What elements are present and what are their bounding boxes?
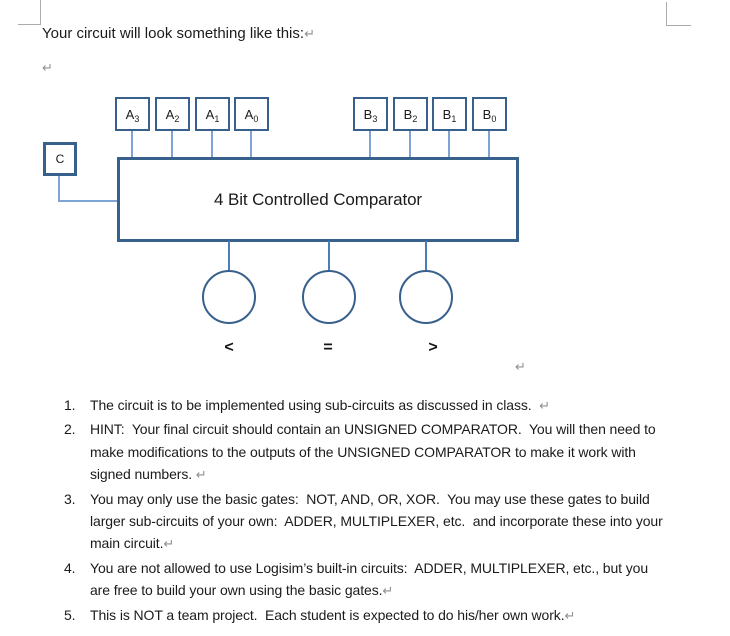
paragraph-mark-icon: ↵	[382, 584, 394, 600]
input-box-a3: A3	[115, 97, 150, 131]
wire-c-horizontal	[58, 200, 119, 202]
crop-mark-top-left-icon	[18, 0, 41, 25]
input-box-b0: B0	[472, 97, 507, 131]
wire-b1	[448, 131, 450, 157]
list-item: 1. The circuit is to be implemented usin…	[64, 394, 670, 418]
intro-paragraph: Your circuit will look something like th…	[42, 24, 315, 45]
output-circle-gt	[399, 270, 453, 324]
wire-b2	[409, 131, 411, 157]
list-item-text: You may only use the basic gates: NOT, A…	[90, 490, 667, 552]
paragraph-mark-icon: ↵	[163, 537, 175, 553]
wire-output-gt	[425, 241, 427, 270]
wire-a3	[131, 131, 133, 157]
list-item: 4. You are not allowed to use Logisim’s …	[64, 557, 670, 604]
paragraph-mark-icon: ↵	[564, 608, 576, 624]
list-item-text: This is NOT a team project. Each student…	[90, 606, 565, 623]
paragraph-mark-icon: ↵	[42, 61, 53, 76]
control-label-c: C	[55, 152, 65, 166]
wire-b3	[369, 131, 371, 157]
paragraph-mark-icon: ↵	[515, 360, 526, 375]
list-item-text: HINT: Your final circuit should contain …	[90, 421, 660, 483]
list-item-number: 2.	[64, 421, 76, 438]
list-item-text: The circuit is to be implemented using s…	[90, 397, 540, 413]
input-label-a1: A1	[205, 106, 220, 124]
input-label-b0: B0	[482, 106, 497, 124]
output-circle-lt	[202, 270, 256, 324]
comparator-label: 4 Bit Controlled Comparator	[213, 189, 422, 209]
input-box-a1: A1	[195, 97, 230, 131]
output-symbol-less-than: <	[224, 339, 234, 356]
input-label-b1: B1	[442, 106, 457, 124]
list-item: 2. HINT: Your final circuit should conta…	[64, 418, 670, 487]
wire-output-lt	[228, 241, 230, 270]
wire-a2	[171, 131, 173, 157]
paragraph-mark-icon: ↵	[195, 468, 207, 484]
list-item-text: You are not allowed to use Logisim’s bui…	[90, 559, 652, 599]
input-box-a0: A0	[234, 97, 269, 131]
instruction-list: 1. The circuit is to be implemented usin…	[64, 394, 670, 628]
list-item-number: 3.	[64, 490, 76, 507]
crop-mark-top-right-icon	[666, 2, 691, 26]
wire-a1	[211, 131, 213, 157]
paragraph-mark-icon: ↵	[539, 399, 550, 414]
control-box-c: C	[43, 142, 77, 176]
input-label-b3: B3	[363, 106, 378, 124]
wire-b0	[488, 131, 490, 157]
wire-output-eq	[328, 241, 330, 270]
input-box-b2: B2	[393, 97, 428, 131]
list-item: 3. You may only use the basic gates: NOT…	[64, 488, 670, 557]
input-label-a0: A0	[244, 106, 259, 124]
list-item-number: 4.	[64, 559, 76, 576]
list-item-number: 5.	[64, 606, 76, 623]
list-item: 5. This is NOT a team project. Each stud…	[64, 604, 670, 628]
input-label-a2: A2	[165, 106, 180, 124]
input-box-b1: B1	[432, 97, 467, 131]
input-box-a2: A2	[155, 97, 190, 131]
output-symbol-equal: =	[323, 339, 333, 356]
input-box-b3: B3	[353, 97, 388, 131]
comparator-box: 4 Bit Controlled Comparator	[117, 157, 519, 242]
wire-a0	[250, 131, 252, 157]
input-label-a3: A3	[125, 106, 140, 124]
intro-text: Your circuit will look something like th…	[42, 25, 305, 42]
paragraph-mark-icon: ↵	[304, 27, 315, 42]
output-circle-eq	[302, 270, 356, 324]
list-item-number: 1.	[64, 397, 76, 413]
input-label-b2: B2	[403, 106, 418, 124]
output-symbol-greater-than: >	[428, 339, 438, 356]
wire-c-vertical	[58, 176, 60, 202]
